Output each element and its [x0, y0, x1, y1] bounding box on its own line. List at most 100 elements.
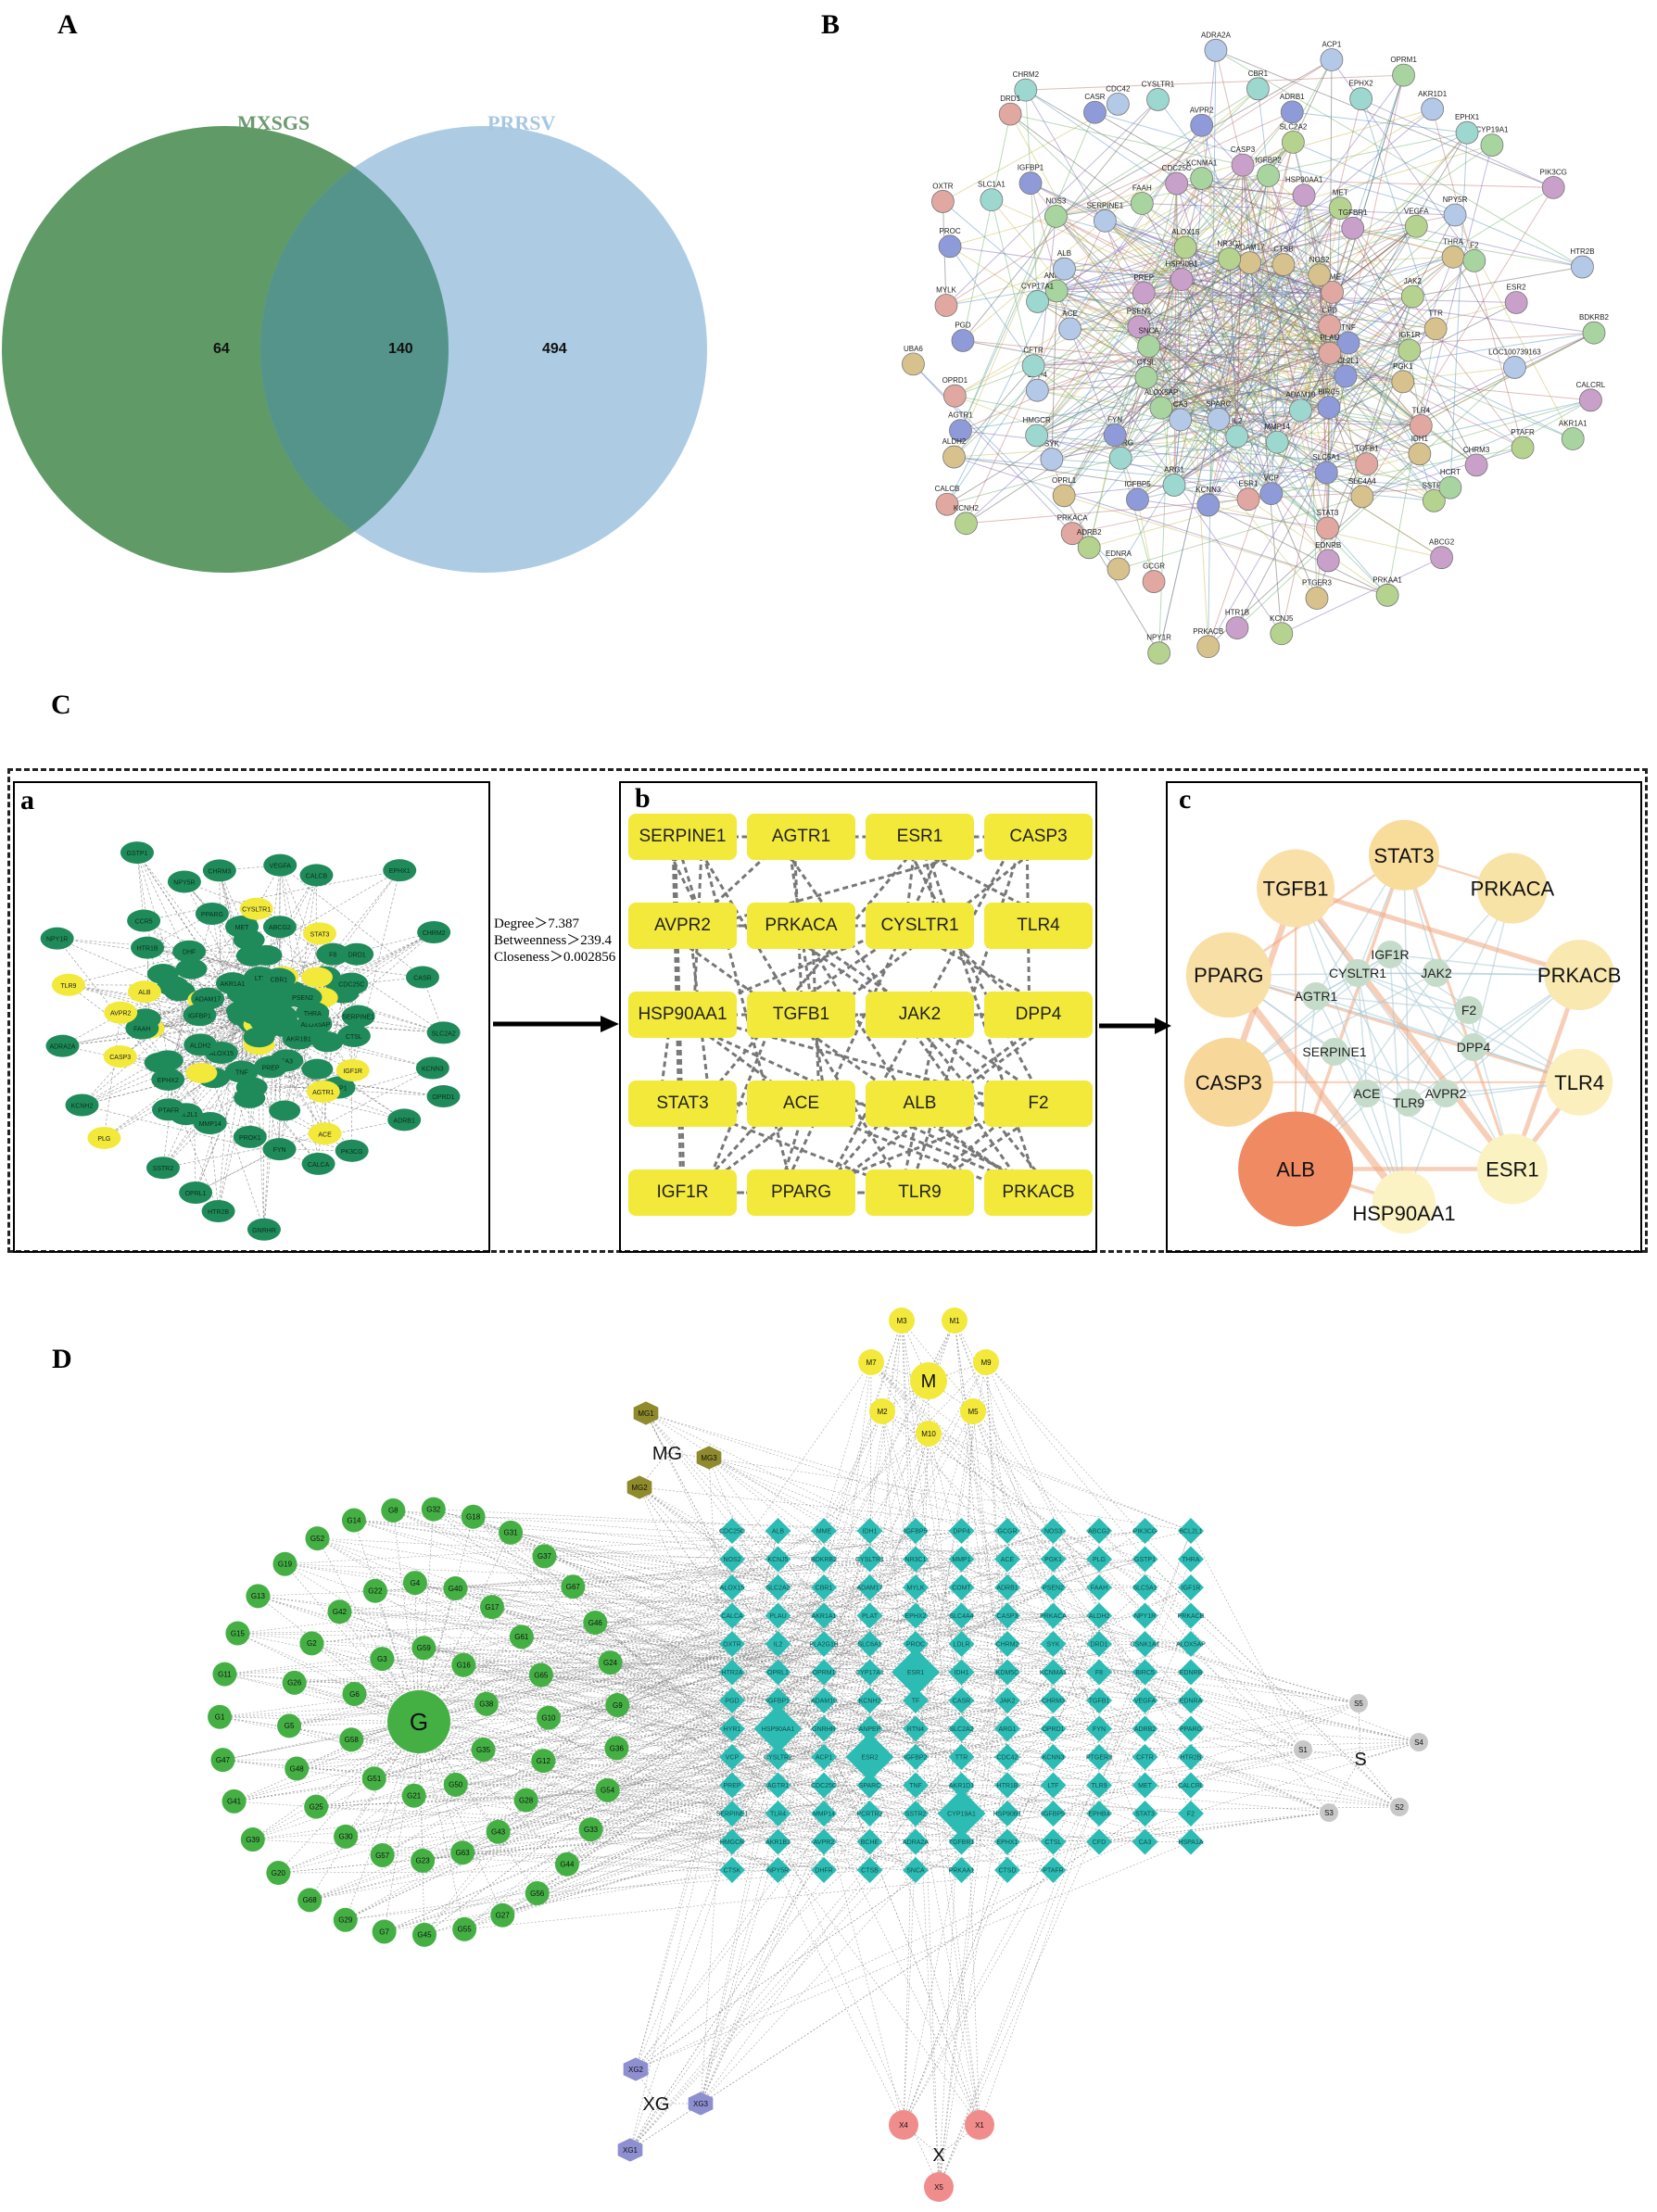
ppi-edge — [1173, 436, 1238, 486]
node-label: IGFBP5 — [904, 1528, 928, 1535]
ppi-node-label: CASP3 — [1231, 145, 1256, 154]
compound-target-edge — [700, 1643, 825, 2105]
compound-target-edge — [870, 1361, 1100, 1588]
node-label: PTAFR — [1043, 1867, 1063, 1874]
ppi-edge — [1229, 259, 1368, 464]
compound-target-edge — [463, 1615, 1054, 1666]
subnet-node-label: OPRD1 — [432, 1094, 454, 1101]
ppi-edge — [1218, 274, 1321, 420]
node-g40 — [443, 1576, 468, 1601]
compound-target-edge — [1006, 1741, 1420, 1871]
compound-target-edge — [311, 1559, 1145, 1644]
subnet-edge — [209, 1122, 219, 1212]
ppi-edge — [954, 365, 1034, 458]
node-m5 — [960, 1398, 986, 1424]
ppi-edge — [1229, 259, 1422, 426]
subnet-node-label: ALOX5AP — [300, 1022, 330, 1029]
target-ca3 — [1132, 1828, 1158, 1855]
ppi-edge — [1329, 256, 1454, 327]
hub-gene-dpp4: DPP4 — [984, 992, 1093, 1038]
compound-target-edge — [639, 1486, 1054, 1814]
compound-target-edge — [645, 1412, 870, 1842]
target-aldh2 — [1086, 1602, 1112, 1629]
node-label: OXTR — [723, 1641, 740, 1648]
ppi-edge — [1094, 111, 1456, 216]
compound-target-edge — [289, 1615, 1054, 1726]
ppi-edge — [1218, 375, 1347, 420]
ppi-node-label: CDC25C — [1162, 164, 1192, 172]
hub-node-ace — [1353, 1080, 1381, 1107]
herb-compound-edge — [418, 1532, 512, 1723]
ppi-edge — [1184, 195, 1305, 248]
compound-target-edge — [455, 1643, 825, 1786]
compound-target-edge — [985, 1361, 1145, 1560]
subnet-node-label: CA3 — [280, 1058, 293, 1065]
ppi-edge — [1160, 291, 1333, 409]
subnet-node-vegfa — [263, 853, 297, 877]
ppi-node-dpp4 — [1025, 378, 1049, 402]
hub-grid-edge — [1025, 836, 1031, 1016]
node-label: CALCRL — [1178, 1783, 1204, 1789]
herb-compound-edge — [252, 1721, 420, 1840]
subnet-edge — [195, 1068, 434, 1194]
ppi-node-label: AGTR1 — [948, 411, 973, 420]
compound-target-edge — [353, 1520, 1054, 1616]
hub-gene-jak2: JAK2 — [866, 992, 974, 1038]
node-label: TLR9 — [1091, 1783, 1107, 1789]
compound-target-edge — [310, 1615, 1100, 1901]
compound-target-edge — [258, 1596, 1192, 1701]
ppi-edge — [1105, 220, 1186, 248]
hub-node-label: AGTR1 — [1295, 989, 1338, 1004]
subnet-edge — [159, 1062, 219, 1212]
ppi-edge — [946, 274, 1320, 505]
node-label: MME — [816, 1528, 832, 1535]
node-label: SPARC — [859, 1783, 881, 1789]
ppi-edge — [1036, 376, 1147, 436]
compound-target-edge — [294, 1682, 917, 1758]
herb-compound-edge — [393, 1510, 420, 1723]
hub-gene-pparg: PPARG — [747, 1169, 855, 1216]
subnet-node-label: FYN — [273, 1147, 286, 1154]
ppi-edge — [1138, 326, 1403, 383]
node-label: AKR1B1 — [765, 1839, 791, 1846]
ppi-edge — [1148, 342, 1348, 348]
node-label: G18 — [466, 1513, 481, 1522]
target-stat3 — [1132, 1801, 1158, 1826]
hub-node-label: SERPINE1 — [1302, 1044, 1366, 1059]
subnet-edge — [322, 997, 444, 1033]
node-g55 — [452, 1916, 477, 1941]
ppi-node-label: CYP17A1 — [1021, 282, 1055, 290]
ppi-edge — [1247, 175, 1270, 499]
compound-target-edge — [645, 1412, 778, 1588]
target-anpep — [856, 1715, 883, 1742]
ppi-edge — [1180, 165, 1244, 421]
subnet-edge — [221, 996, 307, 1054]
compound-target-edge — [823, 1615, 1360, 1704]
compound-target-edge — [486, 1703, 733, 1814]
node-label: PLA2G1B — [809, 1641, 838, 1648]
ppi-node-label: SLC2A2 — [1279, 122, 1307, 131]
node-label: G23 — [416, 1857, 431, 1865]
target-igfbp5 — [903, 1518, 929, 1544]
target-casp3 — [994, 1602, 1020, 1629]
target-plat — [856, 1602, 883, 1629]
ppi-edge — [1276, 381, 1404, 443]
ppi-edge — [1063, 346, 1150, 497]
herb-compound-edge — [234, 1721, 420, 1802]
compound-target-edge — [938, 1615, 1192, 2188]
hub-edge — [1334, 1051, 1447, 1094]
node-label: M9 — [980, 1359, 992, 1367]
ppi-edge — [1064, 268, 1278, 443]
ppi-node-tnf — [1336, 331, 1360, 355]
ppi-edge — [1138, 262, 1250, 328]
ppi-edge — [1160, 342, 1349, 409]
subnet-edge — [145, 992, 244, 1019]
ppi-edge — [1514, 332, 1595, 368]
node-g23 — [411, 1848, 436, 1873]
ppi-node-fyn — [1103, 423, 1127, 447]
ppi-edge — [1236, 214, 1456, 628]
compound-target-edge — [708, 1457, 1100, 1645]
subnet-node-cdc25c — [335, 972, 369, 995]
ppi-edge — [1051, 410, 1301, 461]
compound-target-edge — [424, 1559, 917, 1936]
